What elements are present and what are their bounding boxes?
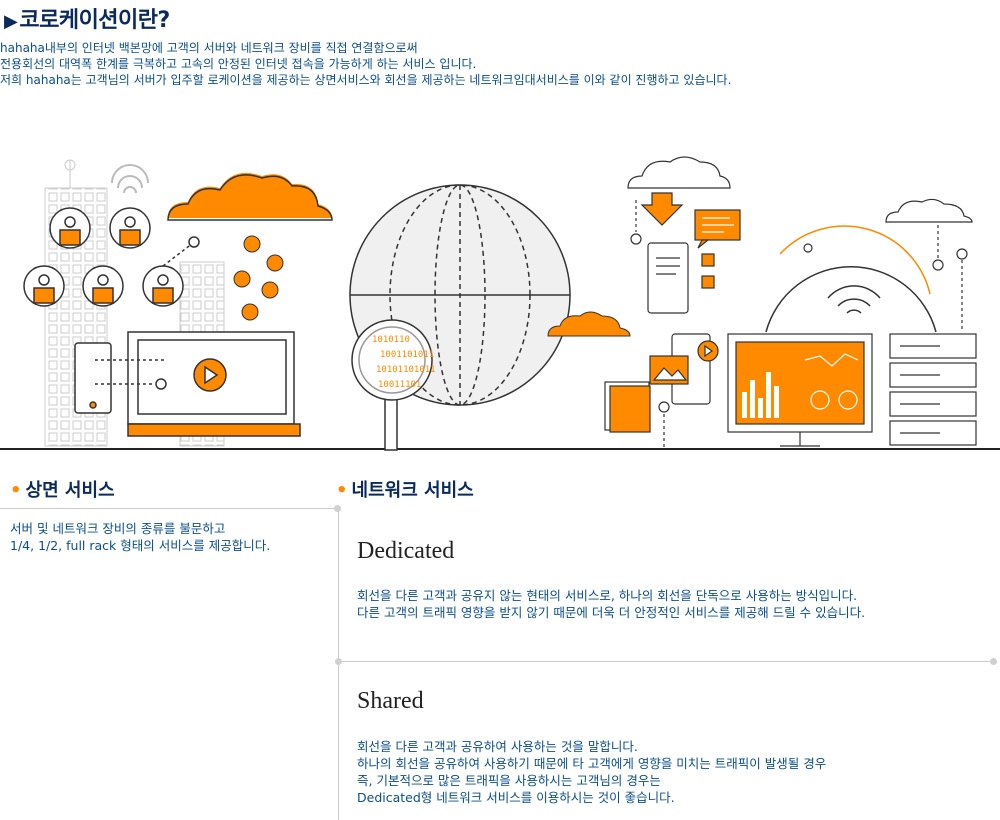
- shared-title: Shared: [357, 688, 424, 714]
- monitor-chart-icon: [727, 333, 873, 447]
- description-line: 회선을 다른 고객과 공유하여 사용하는 것을 말합니다.: [357, 739, 638, 754]
- user-icon: [82, 265, 124, 307]
- svg-text:10011101: 10011101: [378, 380, 421, 390]
- user-icon: [49, 207, 91, 249]
- divider-knob: [334, 505, 341, 512]
- svg-text:1010110: 1010110: [372, 335, 410, 345]
- wifi-icon: [111, 164, 149, 194]
- server-rack-icon: [889, 333, 977, 446]
- description-line: 즉, 기본적으로 많은 트래픽을 사용하시는 고객님의 경우는: [357, 773, 661, 788]
- divider: [0, 508, 338, 509]
- network-service-title-text: 네트워크 서비스: [351, 480, 474, 501]
- svg-text:1001101011: 1001101011: [380, 350, 434, 360]
- bullet-icon: •: [336, 480, 348, 501]
- colocation-illustration: 1010110 1001101011 10101101011 10011101: [0, 156, 1000, 451]
- user-icon: [109, 207, 151, 249]
- dedicated-description: 회선을 다른 고객과 공유지 않는 현태의 서비스로, 하나의 회선을 단독으로…: [357, 587, 865, 621]
- description-line: 다른 고객의 트래픽 영향을 받지 않기 때문에 더욱 더 안정적인 서비스를 …: [357, 605, 866, 620]
- coin-icons: [233, 235, 284, 321]
- page-title: ▶코로케이션이란?: [4, 2, 170, 34]
- sangmyeon-service-title-text: 상면 서비스: [25, 480, 115, 501]
- phone-video-icon: [604, 333, 719, 447]
- description-line: 회선을 다른 고객과 공유지 않는 현태의 서비스로, 하나의 회선을 단독으로…: [357, 588, 858, 603]
- shared-description: 회선을 다른 고객과 공유하여 사용하는 것을 말합니다. 하나의 회선을 공유…: [357, 738, 826, 806]
- sangmyeon-description: 서버 및 네트워크 장비의 종류를 불문하고 1/4, 1/2, full ra…: [10, 520, 270, 554]
- binary-text: 1010110 1001101011 10101101011 10011101: [372, 335, 436, 390]
- network-service-title: •네트워크 서비스: [336, 476, 474, 502]
- user-icon: [142, 265, 184, 307]
- description-line: 하나의 회선을 공유하여 사용하기 때문에 타 고객에게 영향을 미치는 트래픽…: [357, 756, 827, 771]
- mobile-document-icon: [647, 242, 715, 314]
- dedicated-title: Dedicated: [357, 538, 455, 564]
- cloud-icon: [547, 311, 631, 337]
- user-icon: [23, 265, 65, 307]
- cloud-icon: [803, 198, 973, 330]
- intro-text: hahaha내부의 인터넷 백본망에 고객의 서버와 네트워크 장비를 직접 연…: [0, 40, 731, 88]
- bullet-icon: •: [10, 480, 22, 501]
- sangmyeon-service-title: •상면 서비스: [10, 476, 115, 502]
- magnifier-icon: [351, 319, 433, 451]
- divider: [338, 661, 996, 662]
- intro-line: 저희 hahaha는 고객님의 서버가 입주할 로케이션을 제공하는 상면서비스…: [0, 73, 732, 87]
- cloud-icon: [167, 172, 333, 221]
- title-arrow-icon: ▶: [4, 11, 18, 32]
- description-line: Dedicated형 네트워크 서비스를 이용하시는 것이 좋습니다.: [357, 790, 675, 805]
- intro-line: hahaha내부의 인터넷 백본망에 고객의 서버와 네트워크 장비를 직접 연…: [0, 41, 418, 55]
- laptop-icon: [74, 331, 301, 437]
- download-cloud-icon: [627, 156, 731, 245]
- page-title-text: 코로케이션이란?: [19, 8, 170, 33]
- description-line: 1/4, 1/2, full rack 형태의 서비스를 제공합니다.: [10, 538, 271, 553]
- wifi-icon: [765, 225, 937, 333]
- user-avatars: [23, 207, 200, 307]
- intro-line: 전용회선의 대역폭 한계를 극복하고 고속의 안정된 인터넷 접속을 가능하게 …: [0, 57, 477, 71]
- svg-text:10101101011: 10101101011: [376, 365, 436, 375]
- divider-knob: [335, 658, 342, 665]
- divider-knob: [990, 658, 997, 665]
- chat-bubble-icon: [694, 209, 741, 249]
- description-line: 서버 및 네트워크 장비의 종류를 불문하고: [10, 521, 226, 536]
- vertical-divider: [338, 510, 339, 820]
